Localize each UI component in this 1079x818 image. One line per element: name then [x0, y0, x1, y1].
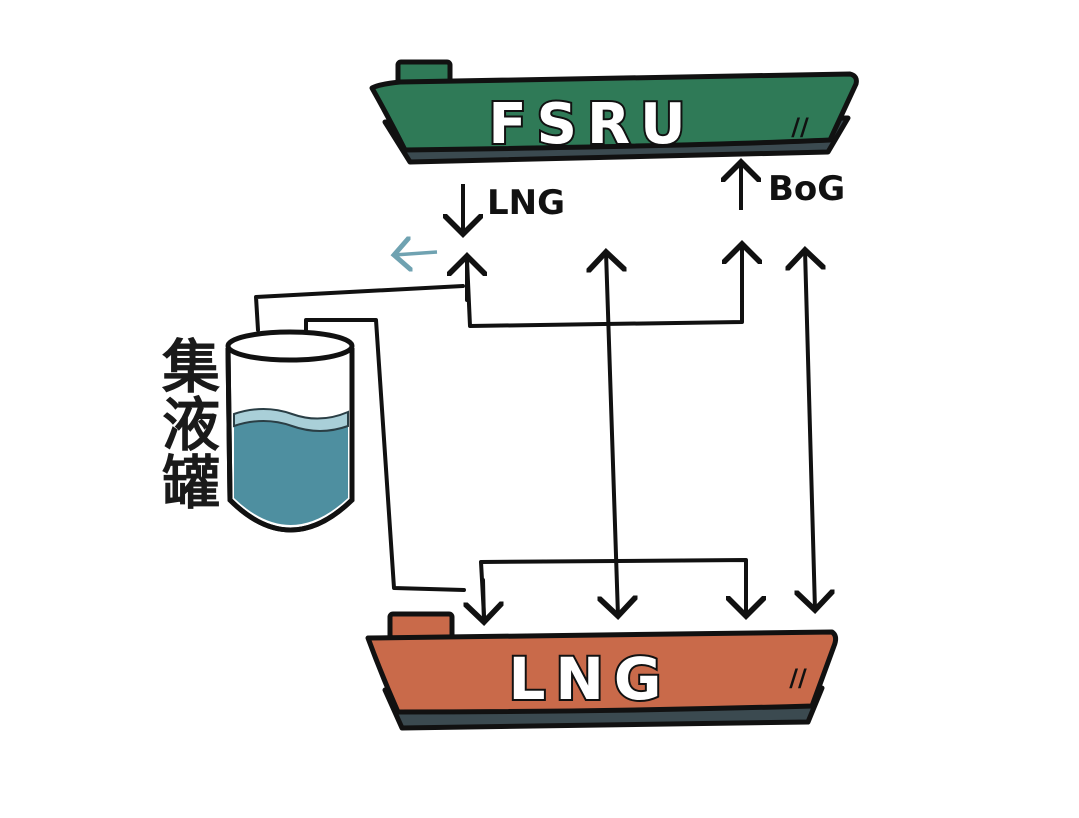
- tank-outlet-pipe: [304, 318, 466, 592]
- small-direction-arrow: [394, 252, 438, 255]
- fsru-vessel: FSRU //: [369, 59, 859, 165]
- bottom-manifold-pipe: [479, 558, 748, 618]
- tank-inlet-pipe: [254, 284, 465, 332]
- lng-down-flow: LNG: [463, 183, 565, 234]
- fsru-hull-mark: //: [791, 113, 809, 141]
- fsru-label: FSRU: [488, 92, 695, 157]
- bog-up-flow: BoG: [741, 162, 845, 210]
- center-double-arrow: [606, 252, 618, 616]
- lng-carrier-label: LNG: [508, 645, 671, 713]
- bottom-left-arrow: [483, 578, 484, 622]
- piping: [254, 244, 815, 622]
- tank-top-rim: [225, 329, 355, 363]
- lng-carrier-hull-mark: //: [789, 664, 807, 692]
- right-double-arrow: [805, 250, 815, 610]
- lng-carrier-hull: [365, 629, 839, 715]
- fsru-hull: [369, 71, 859, 153]
- tank-body-outline: [225, 347, 355, 533]
- liquid-collection-tank: [225, 329, 355, 533]
- lng-carrier-bridge: [387, 611, 455, 641]
- lng-down-label: LNG: [487, 183, 565, 223]
- tank-liquid: [234, 409, 348, 525]
- tank-liquid-surface: [233, 408, 349, 432]
- tank-label: 集液罐: [152, 336, 220, 510]
- lng-carrier-vessel: LNG //: [365, 611, 839, 731]
- bog-up-label: BoG: [768, 169, 845, 209]
